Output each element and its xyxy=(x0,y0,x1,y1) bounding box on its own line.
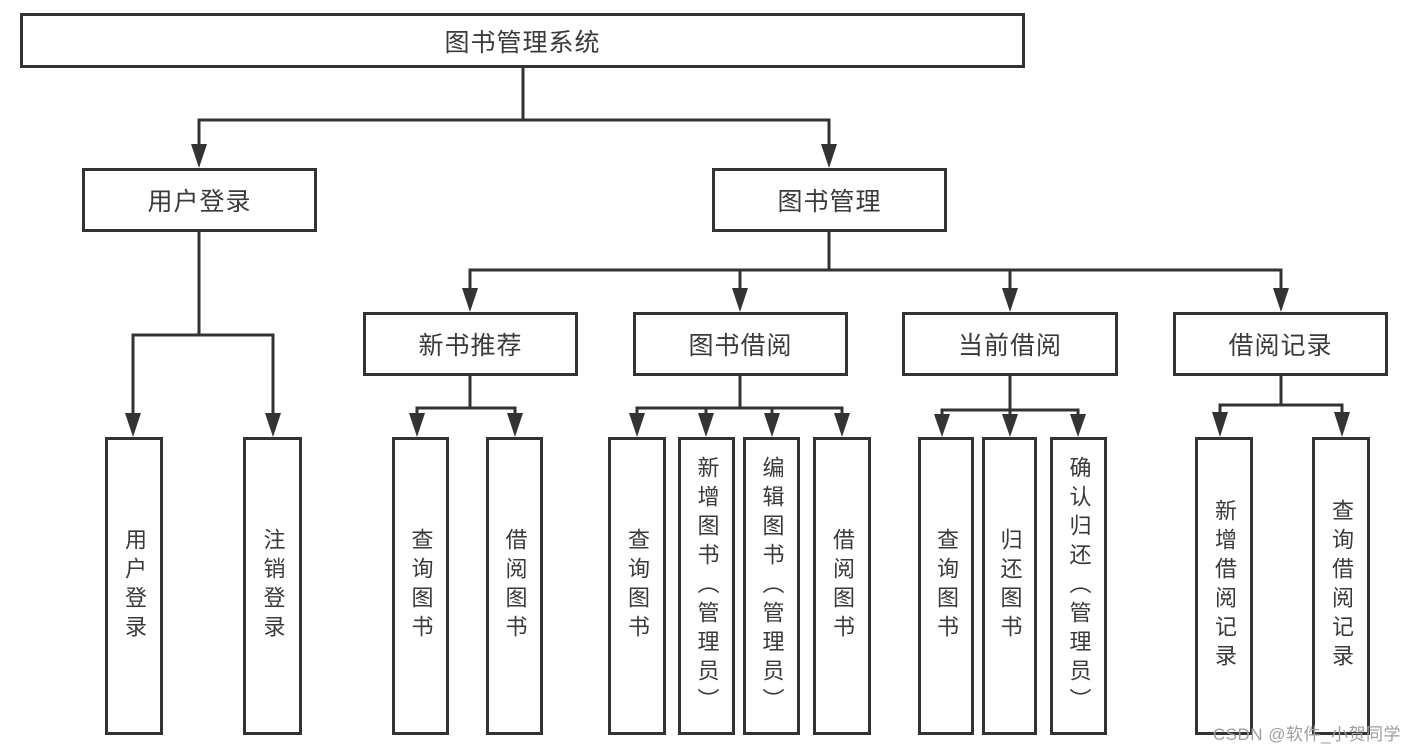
leaf-borrow-books-recommend: 借阅图书 xyxy=(486,437,543,735)
node-label: 借阅图书 xyxy=(830,528,855,644)
node-label: 注销登录 xyxy=(260,528,286,644)
leaf-return-books: 归还图书 xyxy=(982,437,1037,735)
leaf-borrow-books: 借阅图书 xyxy=(813,437,871,735)
leaf-edit-books-admin: 编辑图书（管理员） xyxy=(743,437,800,735)
node-label: 新增图书（管理员） xyxy=(694,455,720,717)
node-current-borrowing: 当前借阅 xyxy=(902,312,1118,376)
node-label: 编辑图书（管理员） xyxy=(759,455,785,717)
node-label: 用户登录 xyxy=(122,528,147,644)
node-label: 确认归还（管理员） xyxy=(1066,455,1092,717)
node-new-book-recommendation: 新书推荐 xyxy=(363,312,578,376)
node-label: 归还图书 xyxy=(997,528,1023,644)
leaf-user-login: 用户登录 xyxy=(105,437,163,735)
node-book-management: 图书管理 xyxy=(712,168,947,232)
node-label: 查询图书 xyxy=(408,528,434,644)
node-label: 查询借阅记录 xyxy=(1329,499,1354,673)
node-label: 借阅图书 xyxy=(502,528,528,644)
csdn-watermark: CSDN @软件_小贺同学 xyxy=(1212,725,1401,744)
node-label: 查询图书 xyxy=(625,528,650,644)
leaf-query-borrow-record: 查询借阅记录 xyxy=(1312,437,1370,735)
node-library-system: 图书管理系统 xyxy=(20,13,1025,68)
leaf-confirm-return-admin: 确认归还（管理员） xyxy=(1050,437,1107,735)
node-label: 查询图书 xyxy=(934,528,959,644)
leaf-add-borrow-record: 新增借阅记录 xyxy=(1195,437,1253,735)
node-user-login: 用户登录 xyxy=(82,168,317,232)
leaf-query-books-recommend: 查询图书 xyxy=(392,437,449,735)
leaf-query-books-borrow: 查询图书 xyxy=(608,437,666,735)
node-label: 新增借阅记录 xyxy=(1212,499,1237,673)
node-book-borrowing: 图书借阅 xyxy=(633,312,848,376)
leaf-logout: 注销登录 xyxy=(243,437,302,735)
node-borrowing-records: 借阅记录 xyxy=(1173,312,1388,376)
leaf-query-books-current: 查询图书 xyxy=(918,437,974,735)
leaf-add-books-admin: 新增图书（管理员） xyxy=(678,437,735,735)
